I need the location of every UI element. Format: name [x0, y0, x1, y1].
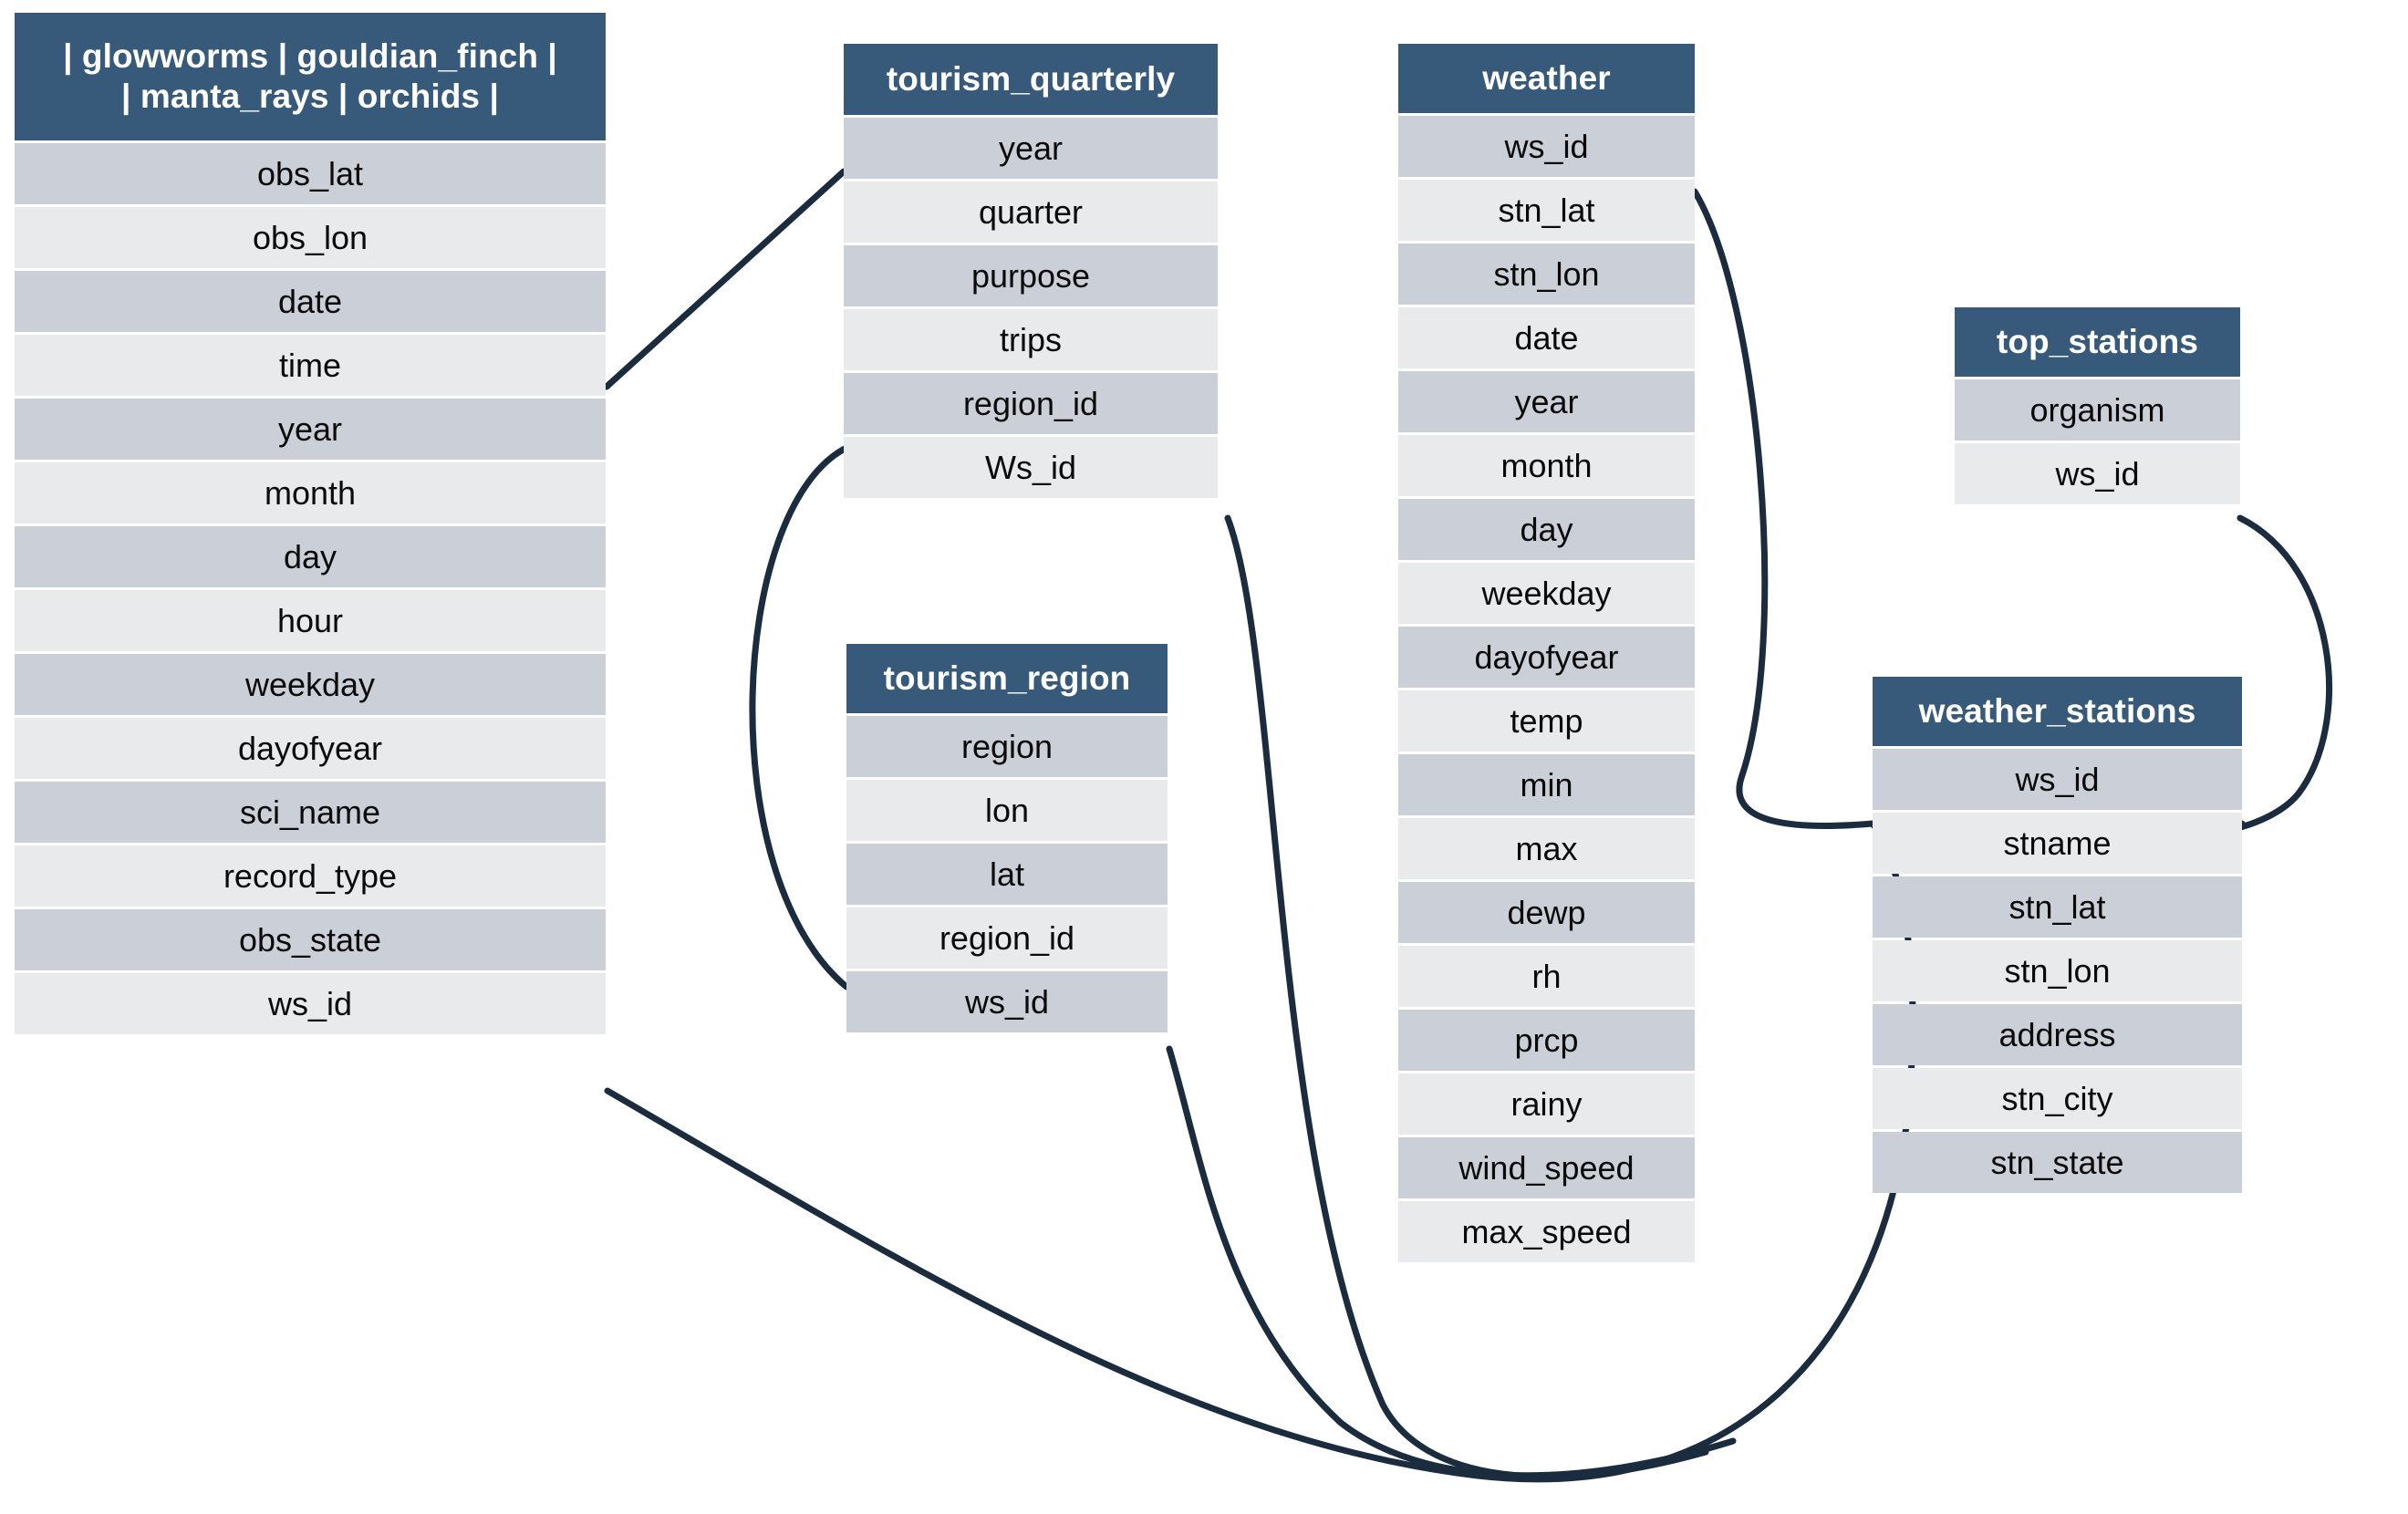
field-stn-city[interactable]: stn_city: [1873, 1068, 2242, 1129]
edge-tourism-quarterly-region-id-to-tourism-region-region-id: [749, 445, 850, 990]
table-observations-title-line-2: | manta_rays | orchids |: [121, 78, 499, 115]
table-weather-stations[interactable]: weather_stations ws_id stname stn_lat st…: [1873, 677, 2242, 1193]
field-month[interactable]: month: [15, 462, 606, 524]
field-trips[interactable]: trips: [844, 309, 1218, 370]
field-ws-id[interactable]: ws_id: [1873, 749, 2242, 810]
table-tourism-quarterly-header: tourism_quarterly: [844, 44, 1218, 115]
field-month[interactable]: month: [1398, 435, 1695, 496]
field-ws-id[interactable]: ws_id: [1955, 443, 2240, 504]
field-stname[interactable]: stname: [1873, 813, 2242, 874]
field-stn-state[interactable]: stn_state: [1873, 1132, 2242, 1193]
edge-observations-time-to-tourism-quarterly-year: [603, 168, 847, 390]
field-region[interactable]: region: [846, 716, 1168, 777]
field-obs-lon[interactable]: obs_lon: [15, 207, 606, 268]
field-address[interactable]: address: [1873, 1004, 2242, 1065]
field-year[interactable]: year: [1398, 371, 1695, 432]
field-weekday[interactable]: weekday: [1398, 563, 1695, 624]
edge-observations-ws-id-to-weather-stations-ws-id: [604, 820, 1916, 1483]
field-record-type[interactable]: record_type: [15, 845, 606, 907]
field-rainy[interactable]: rainy: [1398, 1073, 1695, 1135]
table-weather-stations-header: weather_stations: [1873, 677, 2242, 746]
field-prcp[interactable]: prcp: [1398, 1010, 1695, 1071]
table-observations-title-line-1: | glowworms | gouldian_finch |: [63, 37, 557, 76]
field-obs-lat[interactable]: obs_lat: [15, 143, 606, 204]
field-max-speed[interactable]: max_speed: [1398, 1201, 1695, 1262]
field-min[interactable]: min: [1398, 754, 1695, 815]
table-observations-header: | glowworms | gouldian_finch | | manta_r…: [15, 13, 606, 140]
field-purpose[interactable]: purpose: [844, 245, 1218, 306]
table-observations[interactable]: | glowworms | gouldian_finch | | manta_r…: [15, 13, 606, 1034]
table-top-stations-header: top_stations: [1955, 307, 2240, 377]
field-date[interactable]: date: [15, 271, 606, 332]
field-sci-name[interactable]: sci_name: [15, 782, 606, 843]
field-dayofyear[interactable]: dayofyear: [1398, 627, 1695, 688]
field-lon[interactable]: lon: [846, 780, 1168, 841]
table-tourism-quarterly[interactable]: tourism_quarterly year quarter purpose t…: [844, 44, 1218, 498]
field-day[interactable]: day: [15, 526, 606, 587]
field-weekday[interactable]: weekday: [15, 654, 606, 715]
field-dewp[interactable]: dewp: [1398, 882, 1695, 943]
table-tourism-region[interactable]: tourism_region region lon lat region_id …: [846, 644, 1168, 1032]
field-time[interactable]: time: [15, 335, 606, 396]
field-date[interactable]: date: [1398, 307, 1695, 368]
field-max[interactable]: max: [1398, 818, 1695, 879]
field-temp[interactable]: temp: [1398, 690, 1695, 752]
field-stn-lon[interactable]: stn_lon: [1873, 940, 2242, 1001]
table-weather[interactable]: weather ws_id stn_lat stn_lon date year …: [1398, 44, 1695, 1262]
field-stn-lat[interactable]: stn_lat: [1398, 180, 1695, 241]
field-stn-lon[interactable]: stn_lon: [1398, 244, 1695, 305]
field-region-id[interactable]: region_id: [844, 373, 1218, 434]
field-day[interactable]: day: [1398, 499, 1695, 560]
field-ws-id[interactable]: ws_id: [15, 973, 606, 1034]
field-lat[interactable]: lat: [846, 844, 1168, 905]
table-weather-header: weather: [1398, 44, 1695, 113]
field-year[interactable]: year: [15, 399, 606, 460]
table-top-stations[interactable]: top_stations organism ws_id: [1955, 307, 2240, 504]
field-region-id[interactable]: region_id: [846, 907, 1168, 969]
field-dayofyear[interactable]: dayofyear: [15, 718, 606, 779]
table-tourism-region-header: tourism_region: [846, 644, 1168, 713]
field-quarter[interactable]: quarter: [844, 181, 1218, 243]
field-wind-speed[interactable]: wind_speed: [1398, 1137, 1695, 1198]
field-stn-lat[interactable]: stn_lat: [1873, 876, 2242, 938]
field-hour[interactable]: hour: [15, 590, 606, 651]
field-year[interactable]: year: [844, 118, 1218, 179]
field-obs-state[interactable]: obs_state: [15, 909, 606, 970]
edge-weather-ws-id-to-weather-stations-ws-id: [1691, 188, 1876, 829]
field-ws-id[interactable]: ws_id: [846, 971, 1168, 1032]
field-organism[interactable]: organism: [1955, 379, 2240, 441]
field-ws-id[interactable]: Ws_id: [844, 437, 1218, 498]
field-rh[interactable]: rh: [1398, 946, 1695, 1007]
field-ws-id[interactable]: ws_id: [1398, 116, 1695, 177]
